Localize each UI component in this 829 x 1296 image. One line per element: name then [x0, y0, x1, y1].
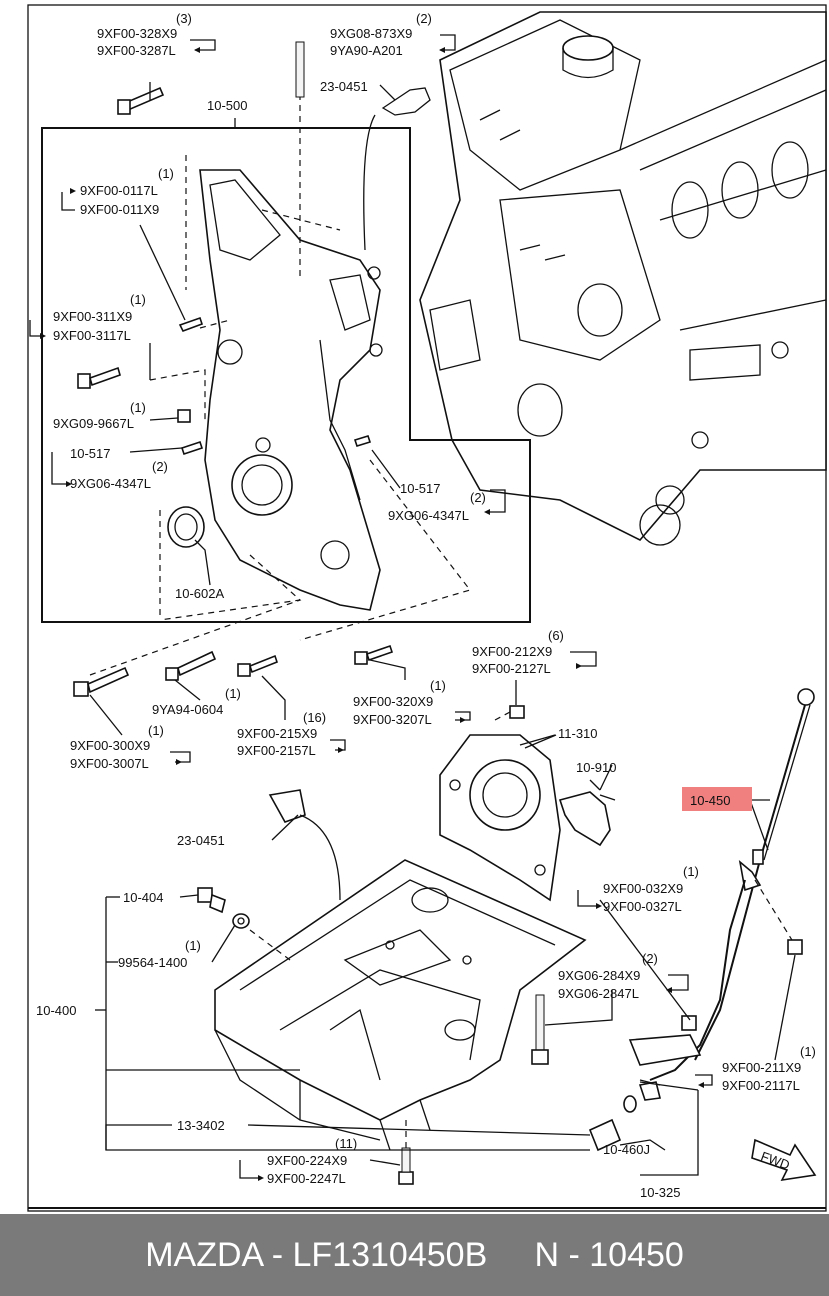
- part-number-label: 9YA94-0604: [152, 702, 223, 717]
- qty-label: (2): [416, 11, 432, 26]
- qty-label: (1): [158, 166, 174, 181]
- part-number-label: 9XG09-9667L: [53, 416, 134, 431]
- leaders-lower: [95, 734, 769, 1179]
- qty-label: (3): [176, 11, 192, 26]
- qty-label: (2): [642, 951, 658, 966]
- qty-label: (1): [683, 864, 699, 879]
- bolt-group-middle: [73, 644, 525, 721]
- qty-label: (2): [152, 459, 168, 474]
- part-number-label: 9XF00-3287L: [97, 43, 176, 58]
- bolt-group-bottom: [398, 1120, 414, 1185]
- part-number-label: 23-0451: [177, 833, 225, 848]
- rear-seal-housing-drawing: [439, 734, 561, 902]
- part-number-label: 10-517: [70, 446, 110, 461]
- part-number-label: 10-460J: [603, 1142, 650, 1157]
- qty-label: (1): [130, 400, 146, 415]
- part-number-label: 9XF00-3117L: [53, 328, 131, 343]
- part-number-label: 9XF00-328X9: [97, 26, 177, 41]
- part-number-label: 9XG06-284X9: [558, 968, 640, 983]
- qty-label: (1): [225, 686, 241, 701]
- part-number-label: 10-325: [640, 1185, 680, 1200]
- dipstick-tube-drawing: [628, 859, 803, 1086]
- fwd-label: FWD: [759, 1148, 792, 1172]
- leaders-middle: [89, 651, 597, 763]
- highlighted-part-label: 10-450: [690, 793, 730, 808]
- part-number-label: 9XF00-311X9: [53, 309, 132, 324]
- qty-label: (1): [800, 1044, 816, 1059]
- qty-label: (11): [335, 1136, 357, 1151]
- part-number-label: 9XF00-2157L: [237, 743, 316, 758]
- timing-cover-drawing: [167, 169, 383, 611]
- qty-label: (1): [130, 292, 146, 307]
- diagram-frame: [27, 4, 827, 1212]
- part-number-label: 9XF00-2247L: [267, 1171, 346, 1186]
- part-number-label: 9XF00-212X9: [472, 644, 552, 659]
- part-number-label: 10-602A: [175, 586, 224, 601]
- part-number-label: 9XF00-224X9: [267, 1153, 347, 1168]
- part-number-label: 11-310: [558, 726, 598, 741]
- part-number-label: 9XF00-011X9: [80, 202, 159, 217]
- part-number-label: 13-3402: [177, 1118, 225, 1133]
- part-number-label: 10-910: [576, 760, 616, 775]
- part-number-label: 9XG06-2847L: [558, 986, 639, 1001]
- oil-pan-drawing: [214, 859, 587, 1151]
- part-number-label: 9XF00-3207L: [353, 712, 432, 727]
- qty-label: (1): [148, 723, 164, 738]
- bolt-group-upper: [77, 41, 431, 456]
- part-number-label: 9XF00-0327L: [603, 899, 682, 914]
- qty-label: (16): [303, 710, 326, 725]
- engine-block-drawing: [419, 11, 827, 546]
- oil-pressure-sender-drawing: [268, 789, 341, 901]
- qty-label: (1): [185, 938, 201, 953]
- footer-bar: [0, 1214, 829, 1296]
- part-number-label: 10-404: [123, 890, 163, 905]
- plug-13-3402-drawing: [588, 1081, 661, 1152]
- part-number-label: 9XF00-2127L: [472, 661, 551, 676]
- dipstick-drawing: [694, 688, 815, 1061]
- part-number-label: 9XF00-2117L: [722, 1078, 800, 1093]
- oil-separator-plate-drawing: [558, 779, 616, 847]
- part-number-label: 10-500: [207, 98, 247, 113]
- part-number-label: 9XG06-4347L: [70, 476, 151, 491]
- fwd-arrow-icon: [751, 1138, 817, 1182]
- part-number-label: 9YA90-A201: [330, 43, 403, 58]
- part-number-label: 9XF00-320X9: [353, 694, 433, 709]
- qty-label: (2): [470, 490, 486, 505]
- leaders-upper: [29, 34, 506, 586]
- part-number-label: 23-0451: [320, 79, 368, 94]
- part-number-label: 9XF00-032X9: [603, 881, 683, 896]
- part-number-label: 9XF00-211X9: [722, 1060, 801, 1075]
- part-number-label: 10-517: [400, 481, 440, 496]
- part-number-label: 9XF00-300X9: [70, 738, 150, 753]
- part-number-label: 10-400: [36, 1003, 76, 1018]
- part-number-label: 9XG08-873X9: [330, 26, 412, 41]
- part-number-label: 99564-1400: [118, 955, 187, 970]
- stud-bolt-drawing: [531, 994, 549, 1065]
- part-number-label: 9XG06-4347L: [388, 508, 469, 523]
- qty-label: (1): [430, 678, 446, 693]
- part-number-label: 9XF00-0117L: [80, 183, 158, 198]
- part-number-label: 9XF00-3007L: [70, 756, 149, 771]
- footer-caption: MAZDA - LF1310450B N - 10450: [145, 1236, 684, 1274]
- qty-label: (6): [548, 628, 564, 643]
- bracket-arrows: [40, 47, 704, 1181]
- highlight-box: [682, 787, 752, 811]
- drain-plug-drawing: [197, 887, 291, 961]
- part-number-label: 9XF00-215X9: [237, 726, 317, 741]
- group-box-10-500: [41, 127, 531, 623]
